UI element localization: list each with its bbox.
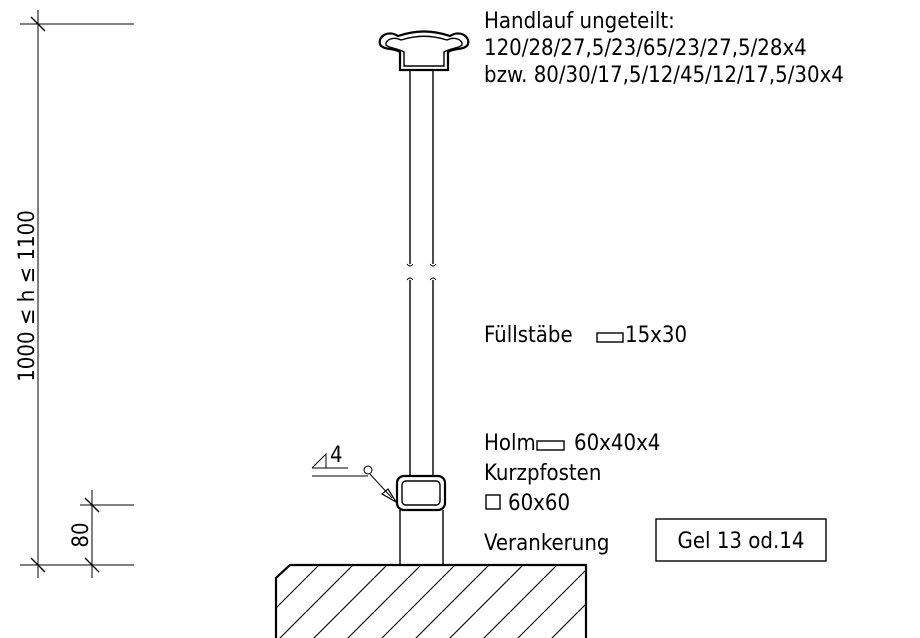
handrail-dims-b: bzw. 80/30/17,5/12/45/12/17,5/30x4 [484,63,844,88]
weld-symbol [311,452,397,503]
short-post-size: 60x60 [508,491,570,516]
anchoring-label: Verankerung [484,531,609,556]
rect-tube-section-icon [536,440,565,451]
handrail-title: Handlauf ungeteilt: [484,9,675,34]
flat-bar-section-icon [596,332,624,343]
short-post-label: Kurzpfosten [484,461,601,486]
height-range-label: 1000 ≤ h ≤ 1100 [15,210,40,382]
rail-section [395,474,447,512]
short-post [399,510,444,565]
infill-label: Füllstäbe [484,323,573,348]
rail-label: Holm [484,431,536,456]
anchoring-reference: Gel 13 od.14 [678,529,805,554]
square-tube-section-icon [485,494,501,510]
handrail-profile [378,30,470,72]
infill-bar [406,70,437,476]
base-height-label: 80 [69,522,94,547]
infill-size: 15x30 [625,323,687,348]
concrete-slab [274,563,588,638]
weld-size-label: 4 [330,443,343,468]
handrail-dims-a: 120/28/27,5/23/65/23/27,5/28x4 [484,36,807,61]
rail-size: 60x40x4 [574,431,660,456]
dimension-chain [20,10,134,578]
anchoring-reference-box [655,518,827,562]
